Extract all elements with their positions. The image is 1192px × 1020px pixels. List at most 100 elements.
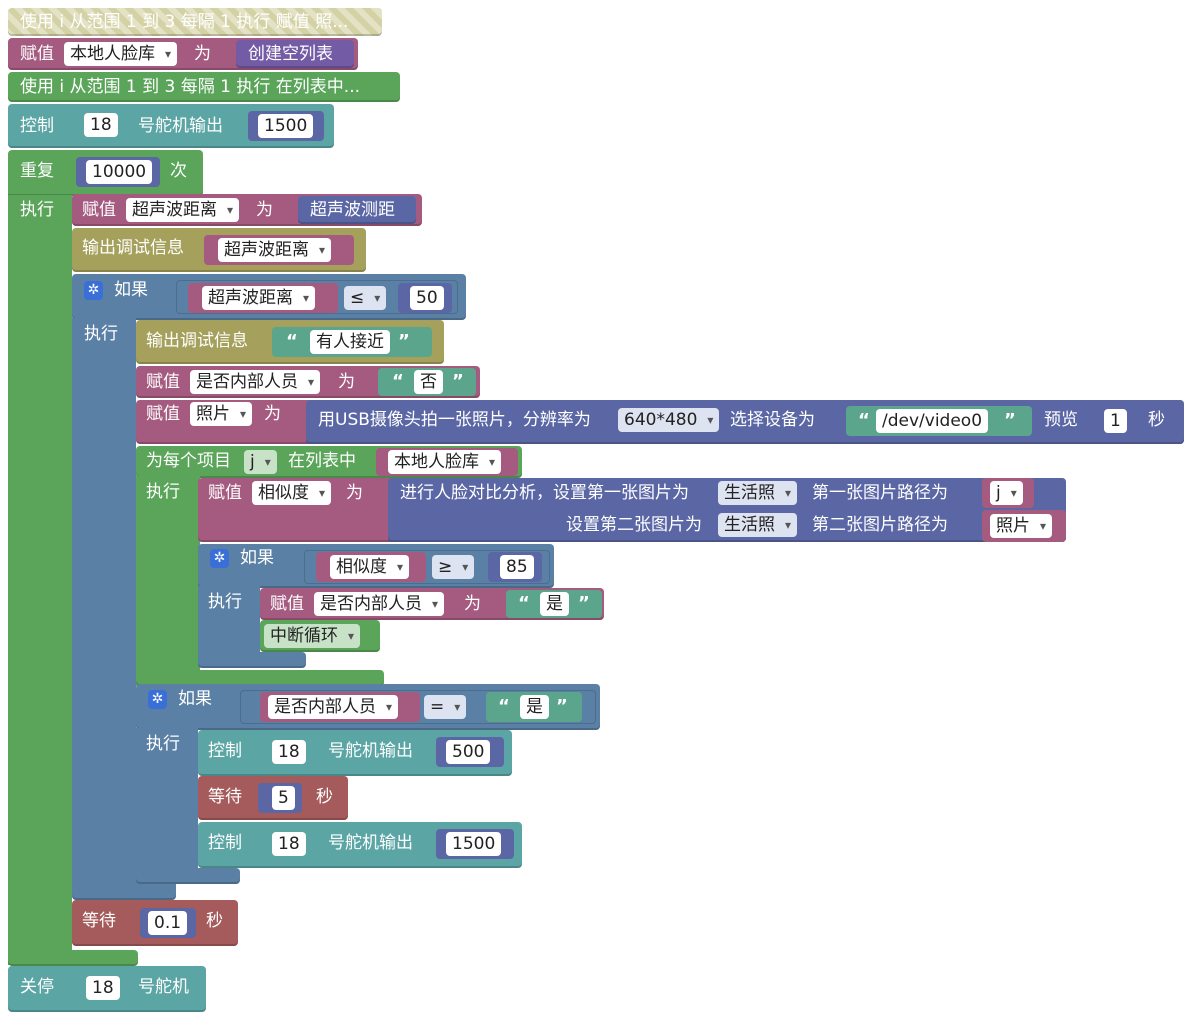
servo-pin-input[interactable]: 18 <box>272 832 306 856</box>
close-quote-icon: ” <box>1004 410 1016 431</box>
repeat-label: 重复 <box>20 161 54 181</box>
assign-face-db-block[interactable]: 赋值 本地人脸库 为 创建空列表 <box>8 38 358 70</box>
if-block-1-spine <box>72 318 136 888</box>
if-block-2-spine <box>198 586 260 656</box>
item-variable-dropdown[interactable]: j <box>244 450 277 474</box>
wait-01-block[interactable]: 等待 0.1 秒 <box>72 900 238 946</box>
assign-similarity-block[interactable]: 赋值 相似度 为 进行人脸对比分析，设置第一张图片为 生活照 第一张图片路径为 … <box>198 478 1066 542</box>
variable-dropdown[interactable]: 是否内部人员 <box>268 695 398 719</box>
assign-label: 赋值 <box>208 483 242 503</box>
servo-pin-input[interactable]: 18 <box>84 113 118 137</box>
debug-distance-block[interactable]: 输出调试信息 超声波距离 <box>72 228 366 272</box>
servo-value-input[interactable]: 1500 <box>258 114 314 138</box>
if-label: 如果 <box>240 548 274 568</box>
seconds-input[interactable]: 1 <box>1104 409 1127 433</box>
wait-value-input[interactable]: 0.1 <box>148 911 188 935</box>
break-dropdown[interactable]: 中断循环 <box>264 624 360 648</box>
text-input[interactable]: 是 <box>520 695 549 719</box>
variable-dropdown[interactable]: 是否内部人员 <box>190 370 320 394</box>
text-input[interactable]: 否 <box>414 370 443 394</box>
path1-variable-dropdown[interactable]: j <box>990 481 1023 505</box>
as-label: 为 <box>194 44 211 64</box>
create-empty-list-label: 创建空列表 <box>248 44 333 64</box>
path2-variable-dropdown[interactable]: 照片 <box>990 514 1052 538</box>
seconds-unit-label: 秒 <box>1148 410 1165 430</box>
servo-value-input[interactable]: 1500 <box>446 832 502 856</box>
open-quote-icon: “ <box>518 593 530 614</box>
device-input[interactable]: /dev/video0 <box>876 409 989 433</box>
servo-close-block[interactable]: 控制 18 号舵机输出 1500 <box>198 822 522 868</box>
operator-dropdown[interactable]: = <box>424 695 467 719</box>
assign-distance-block[interactable]: 赋值 超声波距离 为 超声波测距 <box>72 194 422 226</box>
assign-member-yes-block[interactable]: 赋值 是否内部人员 为 “ 是 ” <box>260 588 604 620</box>
debug-text-block[interactable]: 输出调试信息 “ 有人接近 ” <box>136 320 444 364</box>
foreach-block-spine <box>136 476 200 686</box>
wait-label: 等待 <box>208 787 242 807</box>
servo-open-block[interactable]: 控制 18 号舵机输出 500 <box>198 730 512 776</box>
list-variable-dropdown[interactable]: 本地人脸库 <box>388 450 501 474</box>
preview-label: 预览 <box>1044 410 1078 430</box>
collapsed-loop-block-1[interactable]: 使用 i 从范围 1 到 3 每隔 1 执行 赋值 照... <box>8 8 382 36</box>
variable-dropdown[interactable]: 超声波距离 <box>218 238 331 262</box>
image2-type-dropdown[interactable]: 生活照 <box>718 513 797 537</box>
servo-output-label: 号舵机输出 <box>328 833 413 853</box>
wait-value-input[interactable]: 5 <box>272 786 295 810</box>
if-block-2-top[interactable]: ✲ 如果 相似度 ≥ 85 <box>198 544 554 588</box>
if-label: 如果 <box>114 280 148 300</box>
variable-dropdown[interactable]: 超声波距离 <box>202 286 315 310</box>
if-block-3-spine <box>136 728 198 874</box>
servo-label: 控制 <box>208 833 242 853</box>
stop-servo-block[interactable]: 关停 18 号舵机 <box>8 966 206 1012</box>
foreach-block-top[interactable]: 为每个项目 j 在列表中 本地人脸库 <box>136 446 522 478</box>
servo-pin-input[interactable]: 18 <box>86 976 120 1000</box>
variable-dropdown[interactable]: 本地人脸库 <box>64 42 177 66</box>
variable-dropdown[interactable]: 相似度 <box>252 481 331 505</box>
gear-icon[interactable]: ✲ <box>84 281 103 300</box>
gear-icon[interactable]: ✲ <box>210 549 229 568</box>
create-empty-list-block[interactable]: 创建空列表 <box>236 40 354 68</box>
ultrasonic-measure-block[interactable]: 超声波测距 <box>298 196 416 224</box>
operator-dropdown[interactable]: ≤ <box>344 286 387 310</box>
if-block-1-top[interactable]: ✲ 如果 超声波距离 ≤ 50 <box>72 274 466 320</box>
wait-label: 等待 <box>82 911 116 931</box>
number-input[interactable]: 50 <box>410 286 444 310</box>
break-loop-block[interactable]: 中断循环 <box>260 620 380 652</box>
repeat-do-label: 执行 <box>20 200 54 220</box>
face-compare-block[interactable]: 进行人脸对比分析，设置第一张图片为 生活照 第一张图片路径为 j 设置第二张图片… <box>388 478 1066 542</box>
if-do-label: 执行 <box>84 324 118 344</box>
servo-output-label: 号舵机输出 <box>138 116 223 136</box>
assign-member-no-block[interactable]: 赋值 是否内部人员 为 “ 否 ” <box>136 366 480 398</box>
number-input[interactable]: 85 <box>500 555 534 579</box>
as-label: 为 <box>346 483 363 503</box>
servo-value-input[interactable]: 500 <box>446 740 491 764</box>
close-quote-icon: ” <box>398 331 410 352</box>
gear-icon[interactable]: ✲ <box>148 690 167 709</box>
usb-camera-capture-block[interactable]: 用USB摄像头拍一张照片，分辨率为 640*480 选择设备为 “ /dev/v… <box>306 400 1184 444</box>
repeat-block-top[interactable]: 重复 10000 次 <box>8 150 203 196</box>
assign-photo-block[interactable]: 赋值 照片 为 用USB摄像头拍一张照片，分辨率为 640*480 选择设备为 … <box>136 400 1184 444</box>
variable-dropdown[interactable]: 是否内部人员 <box>314 592 444 616</box>
if-block-3-top[interactable]: ✲ 如果 是否内部人员 = “ 是 ” <box>136 684 600 730</box>
repeat-block-bottom <box>8 950 138 966</box>
image1-type-dropdown[interactable]: 生活照 <box>718 481 797 505</box>
text-input[interactable]: 是 <box>540 592 569 616</box>
collapsed-loop-block-2[interactable]: 使用 i 从范围 1 到 3 每隔 1 执行 在列表中... <box>8 72 400 102</box>
repeat-times-label: 次 <box>170 161 187 181</box>
servo-pin-input[interactable]: 18 <box>272 740 306 764</box>
resolution-dropdown[interactable]: 640*480 <box>618 408 720 432</box>
text-input[interactable]: 有人接近 <box>310 330 390 354</box>
variable-dropdown[interactable]: 超声波距离 <box>126 198 239 222</box>
variable-dropdown[interactable]: 相似度 <box>330 555 409 579</box>
ultrasonic-measure-label: 超声波测距 <box>310 200 395 220</box>
if-block-3-bottom <box>136 868 240 884</box>
variable-dropdown[interactable]: 照片 <box>190 402 252 426</box>
assign-label: 赋值 <box>82 200 116 220</box>
servo-init-block[interactable]: 控制 18 号舵机输出 1500 <box>8 104 334 148</box>
wait-unit-label: 秒 <box>316 787 333 807</box>
wait-5-block[interactable]: 等待 5 秒 <box>198 776 348 820</box>
operator-dropdown[interactable]: ≥ <box>432 555 475 579</box>
debug-label: 输出调试信息 <box>82 238 184 258</box>
servo-label: 控制 <box>208 741 242 761</box>
repeat-count-input[interactable]: 10000 <box>86 160 153 184</box>
close-quote-icon: ” <box>578 593 590 614</box>
